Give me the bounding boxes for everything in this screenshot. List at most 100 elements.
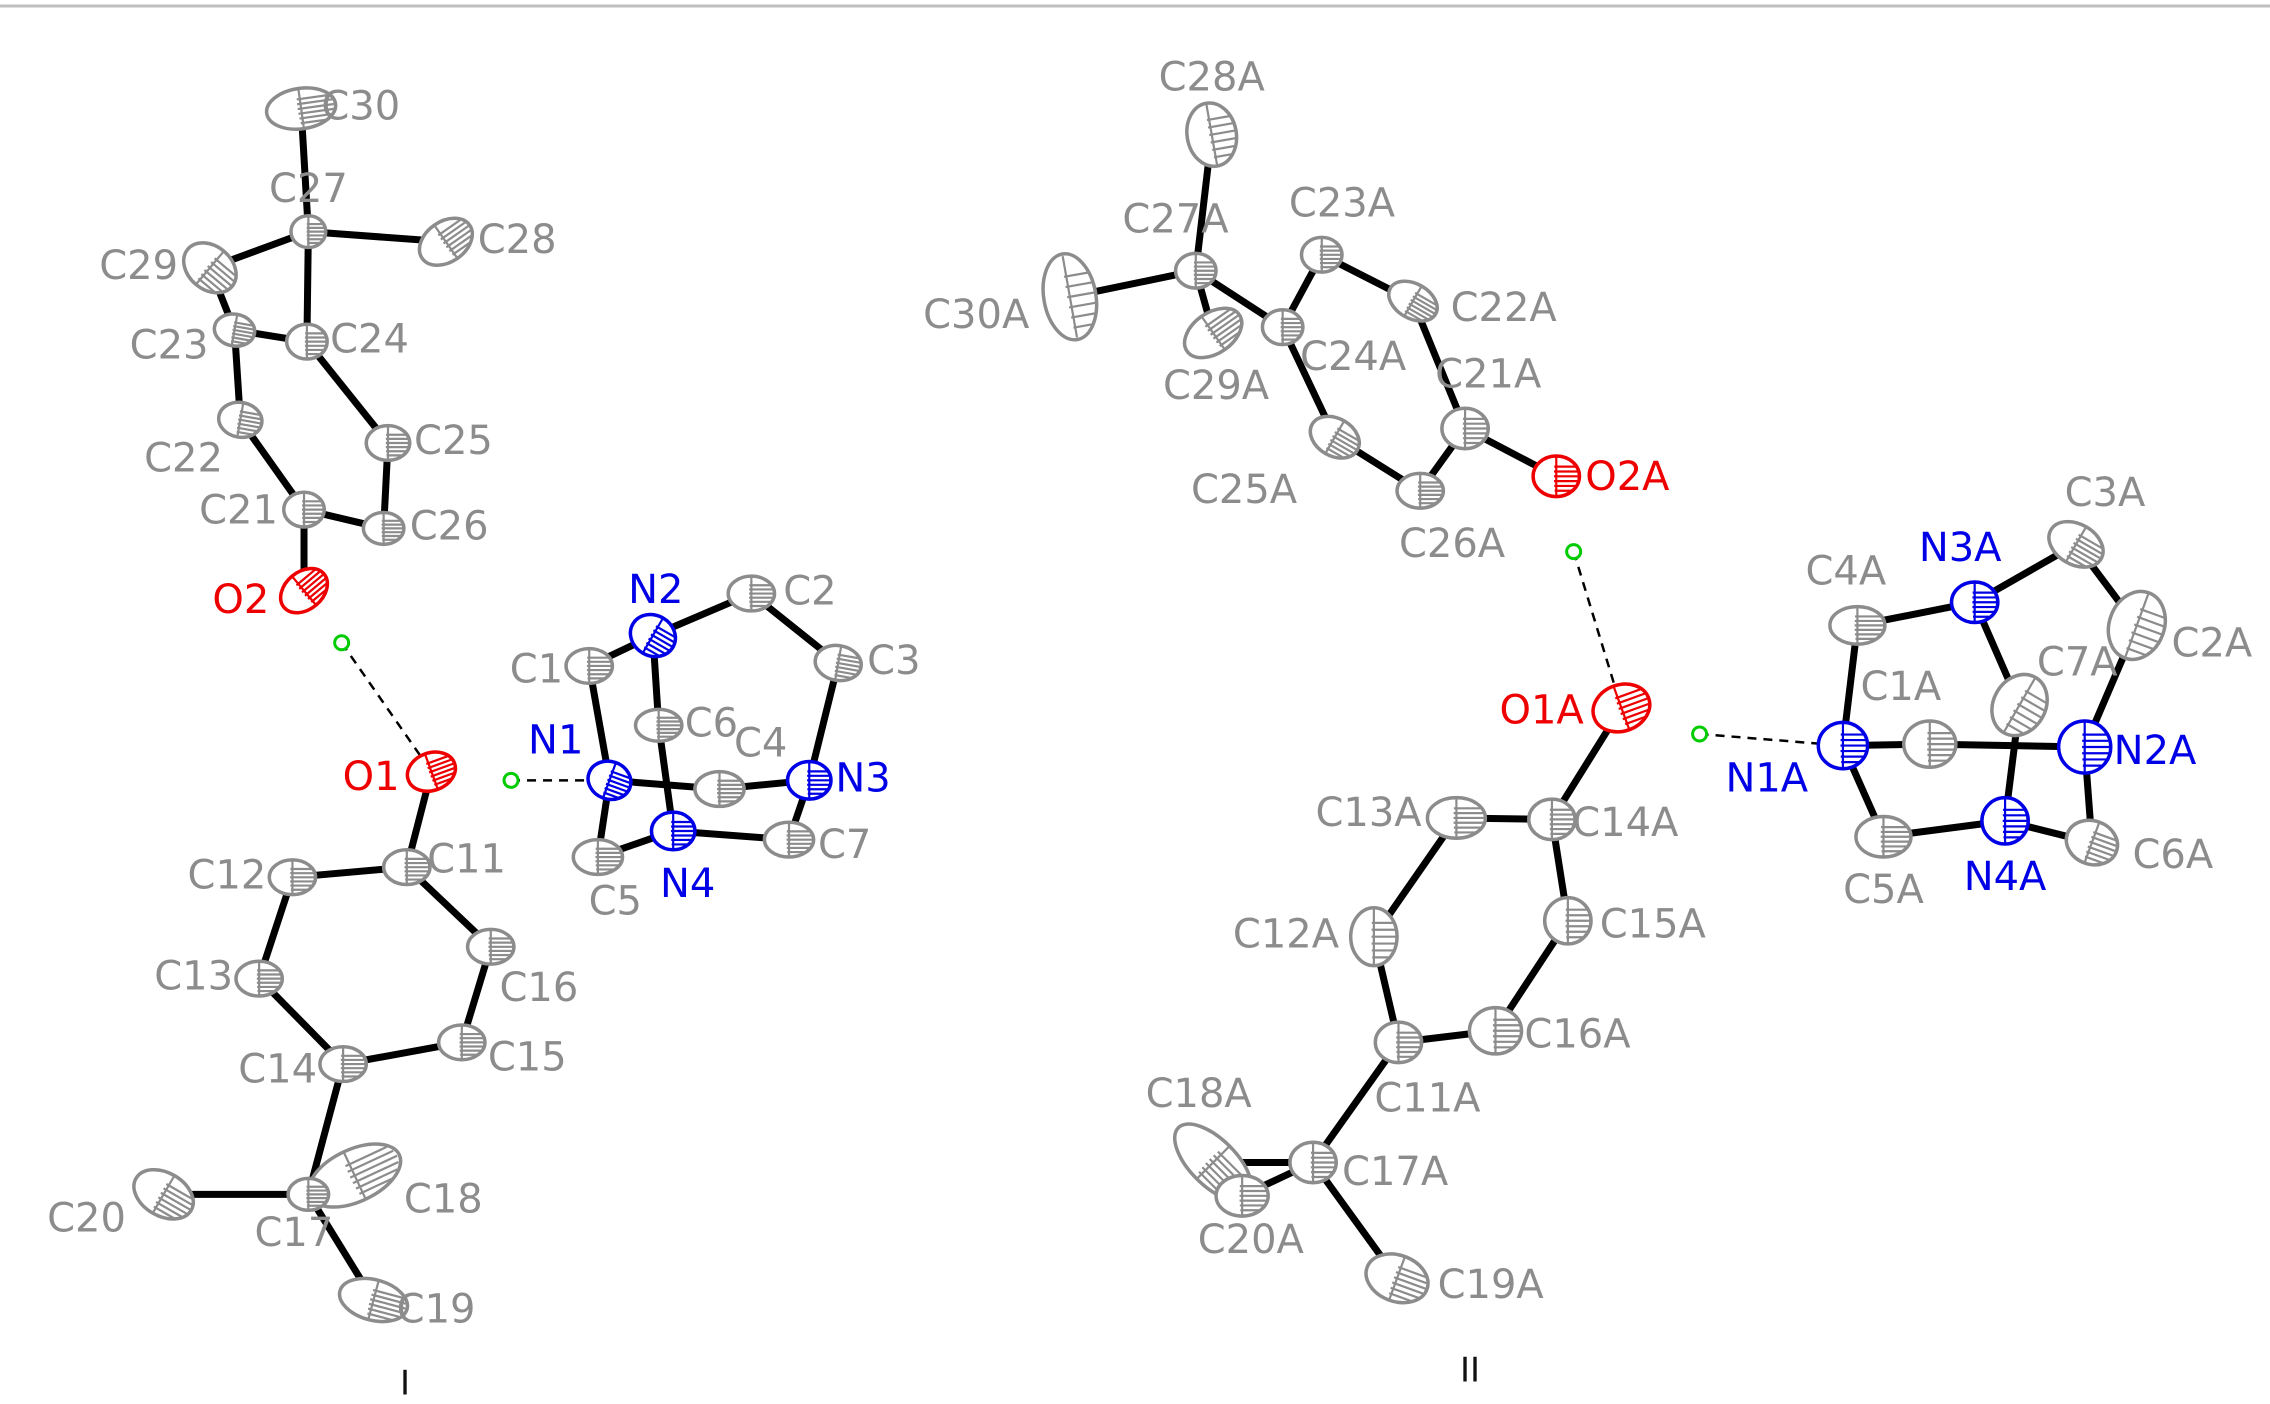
atom-label-c14a-ii: C14A [1572, 800, 1679, 846]
atom-label-c29a-ii: C29A [1163, 363, 1270, 409]
atom-label-c15-i: C15 [488, 1035, 567, 1081]
atom-c30 [264, 86, 338, 131]
atom-label-c13a-ii: C13A [1315, 790, 1422, 836]
atom-c19 [337, 1276, 410, 1324]
atom-label-c2a-ii: C2A [2172, 621, 2253, 667]
atom-label-o1a-ii: O1A [1499, 687, 1584, 733]
atom-c25a [1308, 414, 1361, 460]
atom-n4 [649, 810, 697, 852]
bonds-layer [160, 105, 2141, 1304]
atom-label-c30a-ii: C30A [923, 292, 1030, 338]
atom-label-c7-i: C7 [818, 822, 871, 868]
atom-c28a [1185, 101, 1239, 169]
atom-label-c5a-ii: C5A [1843, 867, 1924, 913]
atom-c19a [1364, 1252, 1430, 1305]
atom-label-o2-i: O2 [212, 577, 269, 623]
atom-c22a [1387, 279, 1439, 323]
atom-c16 [465, 927, 516, 966]
atom-label-c25a-ii: C25A [1191, 467, 1298, 513]
atom-label-c19a-ii: C19A [1438, 1262, 1545, 1308]
atom-c1a [1901, 719, 1958, 770]
atom-c6a [2064, 818, 2120, 867]
atom-c24 [284, 322, 329, 361]
atom-o2 [278, 566, 330, 615]
atom-c6 [633, 707, 684, 743]
caption-structure-II: II [1460, 1351, 1480, 1391]
atom-label-c1a-ii: C1A [1860, 664, 1941, 710]
atom-label-c11-i: C11 [427, 836, 506, 882]
atom-c12 [267, 858, 318, 897]
hydrogen-atom-o1 [502, 771, 520, 789]
atom-label-c16-i: C16 [499, 965, 578, 1011]
atom-label-c17-i: C17 [254, 1210, 333, 1256]
atom-c20a [1214, 1173, 1270, 1218]
atom-c11a [1373, 1020, 1424, 1065]
atom-label-c20a-ii: C20A [1198, 1217, 1305, 1263]
atom-label-c6-i: C6 [685, 700, 738, 746]
atom-c3 [813, 643, 863, 683]
atom-c18 [306, 1142, 403, 1209]
atom-c15a [1542, 895, 1593, 946]
atom-c13 [234, 959, 285, 998]
caption-structure-I: I [400, 1364, 410, 1404]
hydrogen-atom-o1a [1691, 725, 1709, 743]
atom-label-o1-i: O1 [343, 754, 400, 800]
atom-label-c26a-ii: C26A [1399, 521, 1506, 567]
atom-c28 [417, 216, 475, 267]
atom-c14 [318, 1044, 369, 1084]
atom-label-c22a-ii: C22A [1451, 285, 1558, 331]
atom-c22 [216, 400, 264, 440]
atom-c16a [1467, 1005, 1524, 1056]
atom-o2a [1531, 454, 1582, 499]
atom-c4a [1828, 604, 1887, 646]
atom-c15 [436, 1023, 487, 1062]
atom-c27a [1173, 251, 1218, 290]
atom-label-c15a-ii: C15A [1600, 902, 1707, 948]
atom-c17 [286, 1176, 331, 1213]
atom-n3a [1949, 580, 2000, 625]
atom-c2a [2106, 589, 2168, 662]
atom-c24a [1260, 308, 1305, 347]
atom-n4a [1980, 795, 2030, 846]
atom-label-n3-i: N3 [835, 755, 890, 801]
atom-label-c4-i: C4 [734, 721, 787, 767]
atom-c7a [1990, 672, 2049, 738]
atoms-layer [132, 86, 2168, 1324]
atom-c21 [281, 490, 327, 529]
atom-label-n3a-ii: N3A [1919, 525, 2002, 571]
atom-n1a [1816, 720, 1870, 771]
atom-label-n1a-ii: N1A [1725, 755, 1808, 801]
atom-label-c27-i: C27 [269, 166, 348, 212]
atom-label-c12-i: C12 [188, 852, 267, 898]
bond-c11a-c17a [1309, 1038, 1402, 1167]
atom-label-c20-i: C20 [47, 1195, 126, 1241]
atom-label-c22-i: C22 [144, 435, 223, 481]
atom-c3a [2047, 519, 2105, 569]
atom-label-n4-i: N4 [660, 861, 715, 907]
atom-n1 [586, 759, 633, 802]
atom-o1a [1591, 682, 1652, 734]
atom-label-n4a-ii: N4A [1964, 854, 2047, 900]
hbond-o2a-o1a [1572, 551, 1623, 709]
hydrogen-atom-o2a [1565, 543, 1583, 561]
atom-label-c25-i: C25 [414, 418, 493, 464]
atom-label-n1-i: N1 [528, 718, 583, 764]
atom-c5a [1854, 814, 1913, 859]
atom-c23 [212, 312, 257, 348]
atom-label-c6a-ii: C6A [2132, 832, 2213, 878]
atom-label-c1-i: C1 [510, 647, 563, 693]
atom-label-c12a-ii: C12A [1233, 912, 1340, 958]
atom-label-c4a-ii: C4A [1805, 548, 1886, 594]
atom-c2 [726, 574, 777, 613]
atom-label-c24-i: C24 [330, 317, 409, 363]
atom-label-c17a-ii: C17A [1342, 1149, 1449, 1195]
atom-label-c16a-ii: C16A [1524, 1012, 1631, 1058]
atom-label-o2a-ii: O2A [1585, 454, 1670, 500]
atom-label-c11a-ii: C11A [1374, 1075, 1481, 1121]
atom-label-n2a-ii: N2A [2114, 728, 2197, 774]
atom-c25 [364, 423, 412, 463]
atom-label-c26-i: C26 [410, 503, 489, 549]
hbond-o2-o1 [340, 642, 433, 773]
atom-c11 [381, 848, 432, 887]
